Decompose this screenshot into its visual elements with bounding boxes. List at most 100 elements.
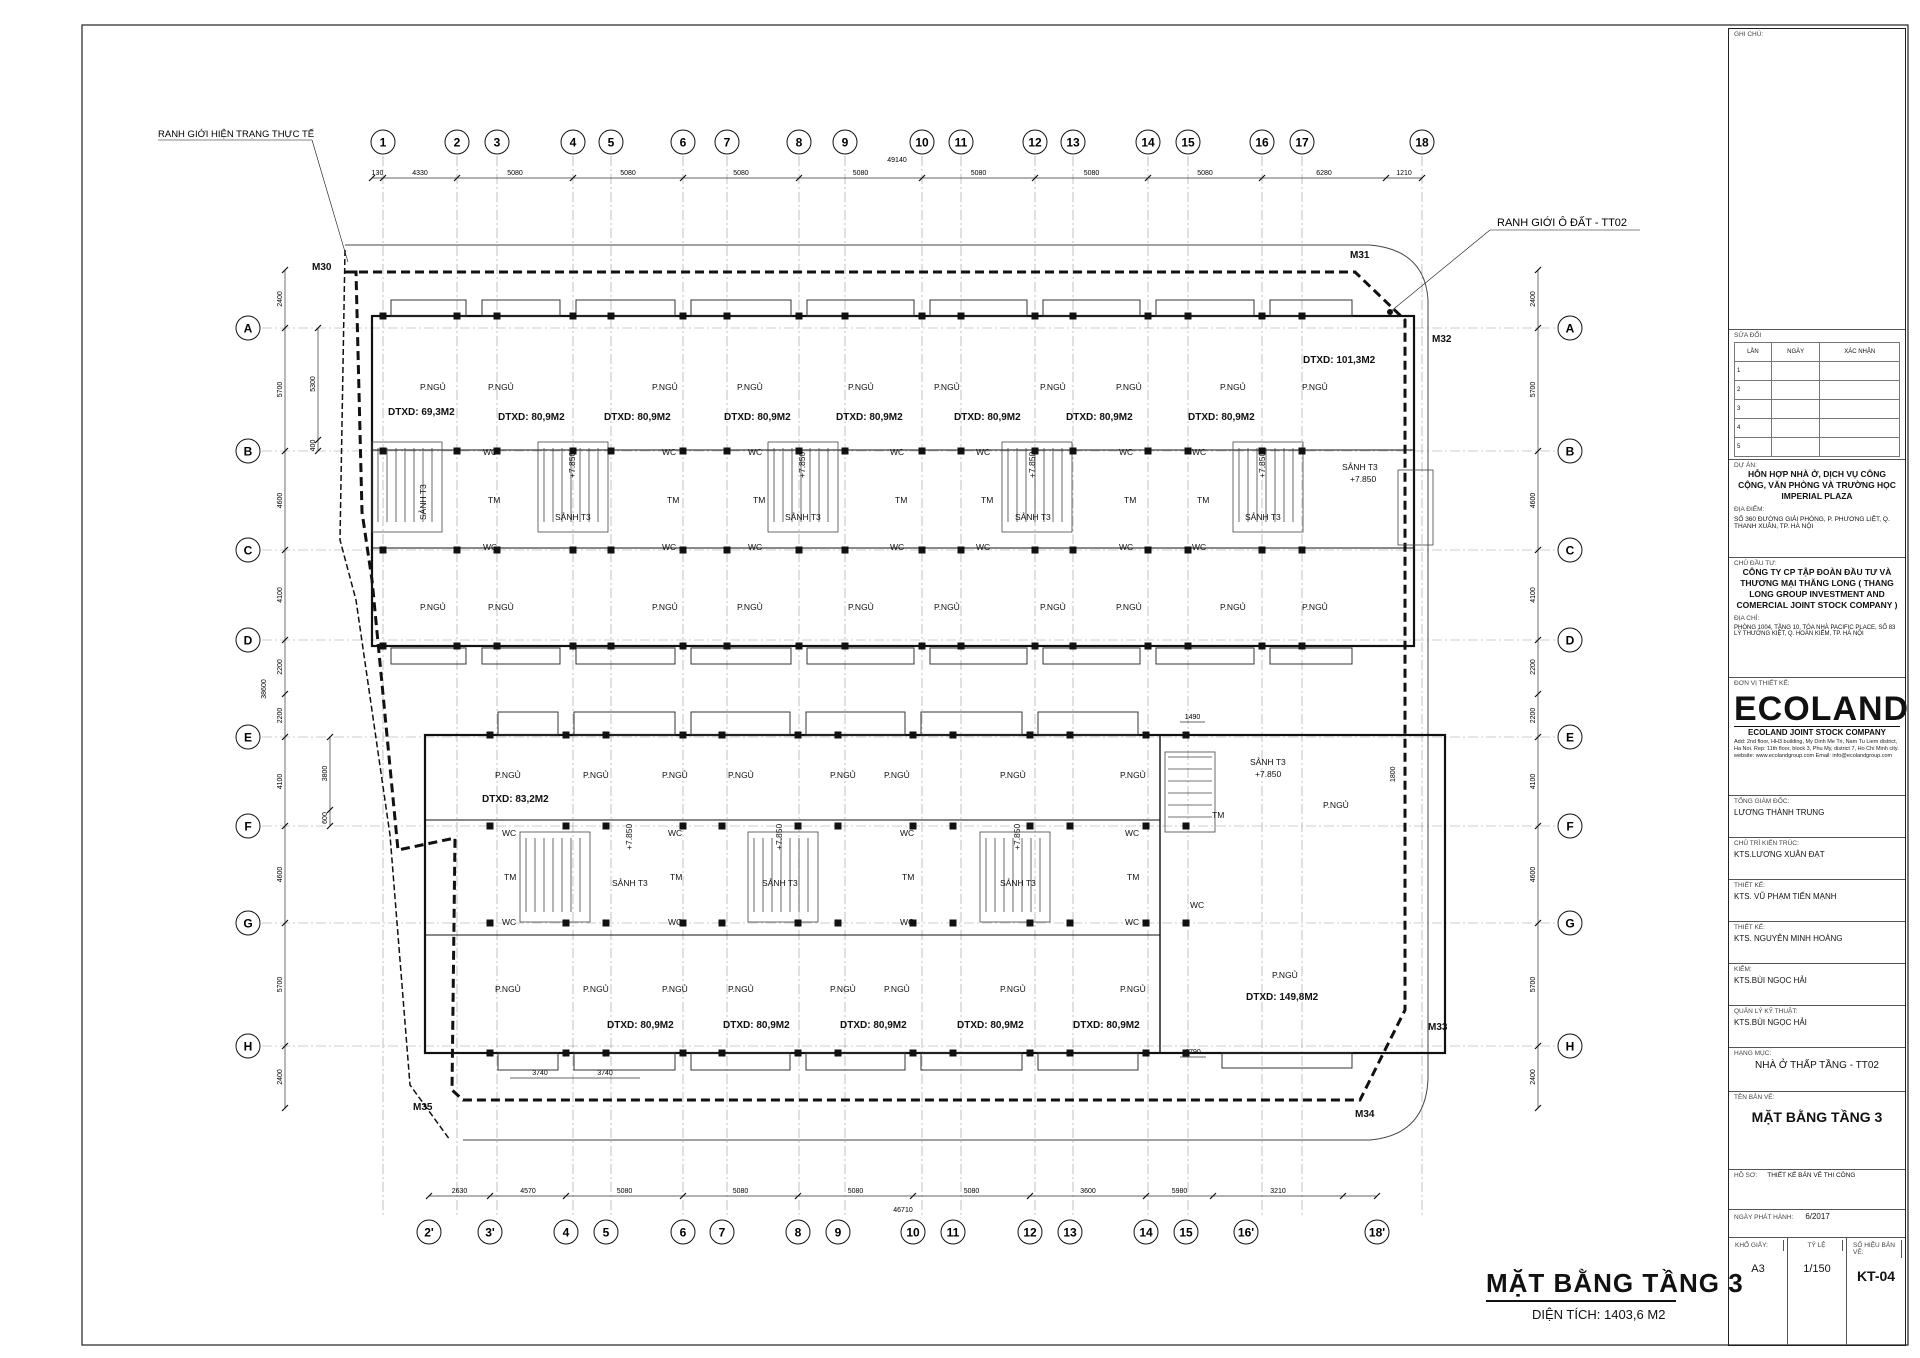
unit-area-label: DTXD: 80,9M2 — [607, 1020, 674, 1031]
axis-label-bottom: 3' — [485, 1226, 495, 1240]
drawing-area: DIỆN TÍCH: 1403,6 M2 — [1532, 1307, 1666, 1322]
design1-label: THIẾT KẾ: — [1734, 882, 1765, 889]
axis-label-row: A — [1566, 322, 1575, 336]
unit-area-label: DTXD: 69,3M2 — [388, 407, 455, 418]
axis-label-bottom: 14 — [1139, 1226, 1153, 1240]
axis-label-row: C — [244, 544, 253, 558]
bedroom-label: P.NGỦ — [652, 601, 678, 612]
axis-label-row: F — [1566, 820, 1573, 834]
bedroom-label: P.NGỦ — [662, 769, 688, 780]
item-name: NHÀ Ở THẤP TẦNG - TT02 — [1755, 1060, 1879, 1071]
paper-cell: KHỔ GIẤY: A3 — [1729, 1238, 1788, 1345]
axis-label-bottom: 12 — [1023, 1226, 1037, 1240]
bedroom-label: P.NGỦ — [583, 769, 609, 780]
dimension-text: 2400 — [1530, 1069, 1537, 1085]
bedroom-label: P.NGỦ — [1220, 601, 1246, 612]
axis-label-top: 18 — [1415, 136, 1429, 150]
dimension-text: 2200 — [1530, 659, 1537, 675]
bedroom-label: P.NGỦ — [737, 601, 763, 612]
wc-label: WC — [1125, 828, 1139, 838]
wc-label: WC — [1125, 917, 1139, 927]
dimension-text: 2630 — [452, 1188, 468, 1195]
level-label: +7.850 — [624, 823, 634, 850]
axis-bubble-top: 9 — [832, 129, 858, 155]
axis-bubble-top: 8 — [786, 129, 812, 155]
wc-label: WC — [1119, 447, 1133, 457]
tm-label: TM — [488, 495, 500, 505]
qc-section: QUẢN LÝ KỸ THUẬT: KTS.BÙI NGỌC HẢI — [1729, 1005, 1905, 1047]
axis-bubble-top: 16 — [1249, 129, 1275, 155]
axis-bubble-top: 2 — [444, 129, 470, 155]
axis-bubble-top: 5 — [598, 129, 624, 155]
bedroom-label: P.NGỦ — [1272, 969, 1298, 980]
scale-cell: TỶ LỆ 1/150 — [1788, 1238, 1847, 1345]
wc-label: WC — [976, 542, 990, 552]
axis-bubble-top: 17 — [1289, 129, 1315, 155]
axis-bubble-row: B — [1557, 438, 1583, 464]
designer-address: Add: 2nd floor, HH3 building, My Dinh Me… — [1734, 739, 1899, 759]
axis-label-top: 7 — [724, 136, 731, 150]
date-label: NGÀY PHÁT HÀNH: — [1734, 1214, 1794, 1221]
boundary-marker: M30 — [312, 262, 332, 273]
axis-label-top: 2 — [454, 136, 461, 150]
axis-bubble-bottom: 11 — [940, 1219, 966, 1245]
project-section: DỰ ÁN: HỖN HỢP NHÀ Ở, DỊCH VỤ CÔNG CỘNG,… — [1729, 459, 1905, 557]
dimension-text: 5700 — [1530, 977, 1537, 993]
lobby-label: SẢNH T3 — [762, 877, 798, 888]
axis-label-top: 1 — [380, 136, 387, 150]
level-label: +7.850 — [1012, 823, 1022, 850]
paper-label: KHỔ GIẤY: — [1732, 1240, 1784, 1251]
axis-label-bottom: 8 — [795, 1226, 802, 1240]
bedroom-label: P.NGỦ — [1116, 381, 1142, 392]
dimension-text: 5080 — [733, 170, 749, 177]
gd-section: TỔNG GIÁM ĐỐC: LƯƠNG THÀNH TRUNG — [1729, 795, 1905, 837]
axis-label-top: 17 — [1295, 136, 1309, 150]
gd-name: LƯƠNG THÀNH TRUNG — [1734, 808, 1825, 817]
axis-label-bottom: 11 — [947, 1226, 960, 1240]
axis-label-top: 4 — [570, 136, 577, 150]
dimension-text: 5080 — [853, 170, 869, 177]
dimension-text: 2400 — [1530, 291, 1537, 307]
unit-area-label: DTXD: 80,9M2 — [1188, 412, 1255, 423]
lobby-label: SẢNH T3 — [555, 511, 591, 522]
wc-label: WC — [662, 447, 676, 457]
wc-label: WC — [976, 447, 990, 457]
dimension-text: 4600 — [277, 493, 284, 509]
axis-label-row: G — [1565, 917, 1574, 931]
check-section: KIỂM: KTS.BÙI NGỌC HẢI — [1729, 963, 1905, 1005]
dimension-text: 4600 — [1530, 867, 1537, 883]
axis-label-top: 11 — [955, 136, 968, 150]
axis-label-row: H — [1566, 1040, 1575, 1054]
axis-bubble-top: 12 — [1022, 129, 1048, 155]
lobby-label: SẢNH T3 — [1000, 877, 1036, 888]
dimension-text: 3210 — [1270, 1188, 1286, 1195]
balcony-strips — [390, 299, 1353, 1071]
axis-label-top: 12 — [1028, 136, 1042, 150]
dimension-text: 3740 — [532, 1070, 548, 1077]
dimension-text: 5080 — [1084, 170, 1100, 177]
lobby-label: SẢNH T3 — [1250, 756, 1286, 767]
wc-label: WC — [668, 917, 682, 927]
dimension-text: 2400 — [277, 1069, 284, 1085]
dimension-text: 1800 — [1390, 766, 1397, 782]
bedroom-label: P.NGỦ — [495, 769, 521, 780]
axis-bubble-top: 10 — [909, 129, 935, 155]
unit-area-label: DTXD: 80,9M2 — [840, 1020, 907, 1031]
bedroom-label: P.NGỦ — [1040, 601, 1066, 612]
stair-cores — [371, 441, 1434, 923]
bedroom-label: P.NGỦ — [830, 983, 856, 994]
columns — [379, 312, 1306, 1057]
qc-label: QUẢN LÝ KỸ THUẬT: — [1734, 1008, 1798, 1015]
level-label: +7.850 — [774, 823, 784, 850]
bedroom-label: P.NGỦ — [1116, 601, 1142, 612]
bedroom-label: P.NGỦ — [848, 601, 874, 612]
tm-label: TM — [902, 872, 914, 882]
axis-bubble-bottom: 6 — [670, 1219, 696, 1245]
owner-label: CHỦ ĐẦU TƯ: — [1734, 560, 1777, 567]
revision-section: SỬA ĐỔI LẦN NGÀY XÁC NHẬN 1 2 3 4 5 — [1729, 329, 1905, 459]
axis-bubble-row: H — [1557, 1033, 1583, 1059]
bedroom-label: P.NGỦ — [1120, 769, 1146, 780]
axis-label-top: 5 — [608, 136, 615, 150]
